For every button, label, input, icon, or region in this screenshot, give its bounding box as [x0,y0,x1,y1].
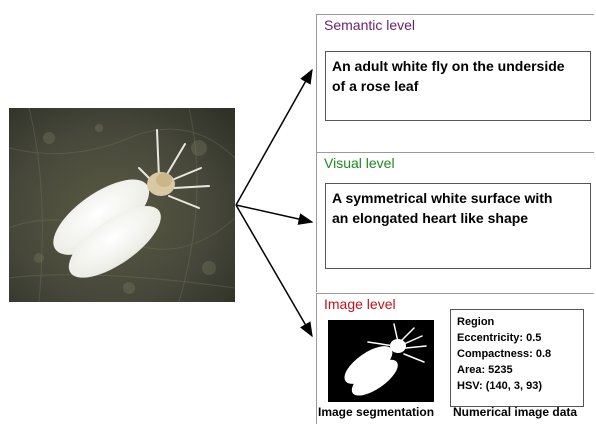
visual-text-line2: an elongated heart like shape [332,208,590,228]
data-line-area: Area: 5235 [457,362,583,378]
caption-numerical-image-data: Numerical image data [453,405,577,419]
visual-description-box: A symmetrical white surface with an elon… [325,183,591,269]
caption-image-segmentation: Image segmentation [318,405,434,419]
semantic-level-title: Semantic level [324,17,415,33]
numerical-data-box: Region Eccentricity: 0.5 Compactness: 0.… [450,309,584,407]
data-line-region: Region [457,314,583,330]
semantic-description-box: An adult white fly on the underside of a… [325,51,591,121]
arrow-to-visual [236,205,312,222]
visual-level-panel: Visual level A symmetrical white surface… [316,152,594,292]
data-line-eccentricity: Eccentricity: 0.5 [457,330,583,346]
image-level-title: Image level [324,296,396,312]
visual-text-line1: A symmetrical white surface with [332,188,590,208]
semantic-level-panel: Semantic level An adult white fly on the… [316,14,594,152]
segmentation-image [328,320,434,402]
data-line-hsv: HSV: (140, 3, 93) [457,378,583,394]
visual-level-title: Visual level [324,155,395,171]
semantic-text-line1: An adult white fly on the underside [332,56,590,76]
arrow-to-semantic [236,70,312,205]
semantic-text-line2: of a rose leaf [332,76,590,96]
arrow-to-image [236,205,312,336]
data-line-compactness: Compactness: 0.8 [457,346,583,362]
